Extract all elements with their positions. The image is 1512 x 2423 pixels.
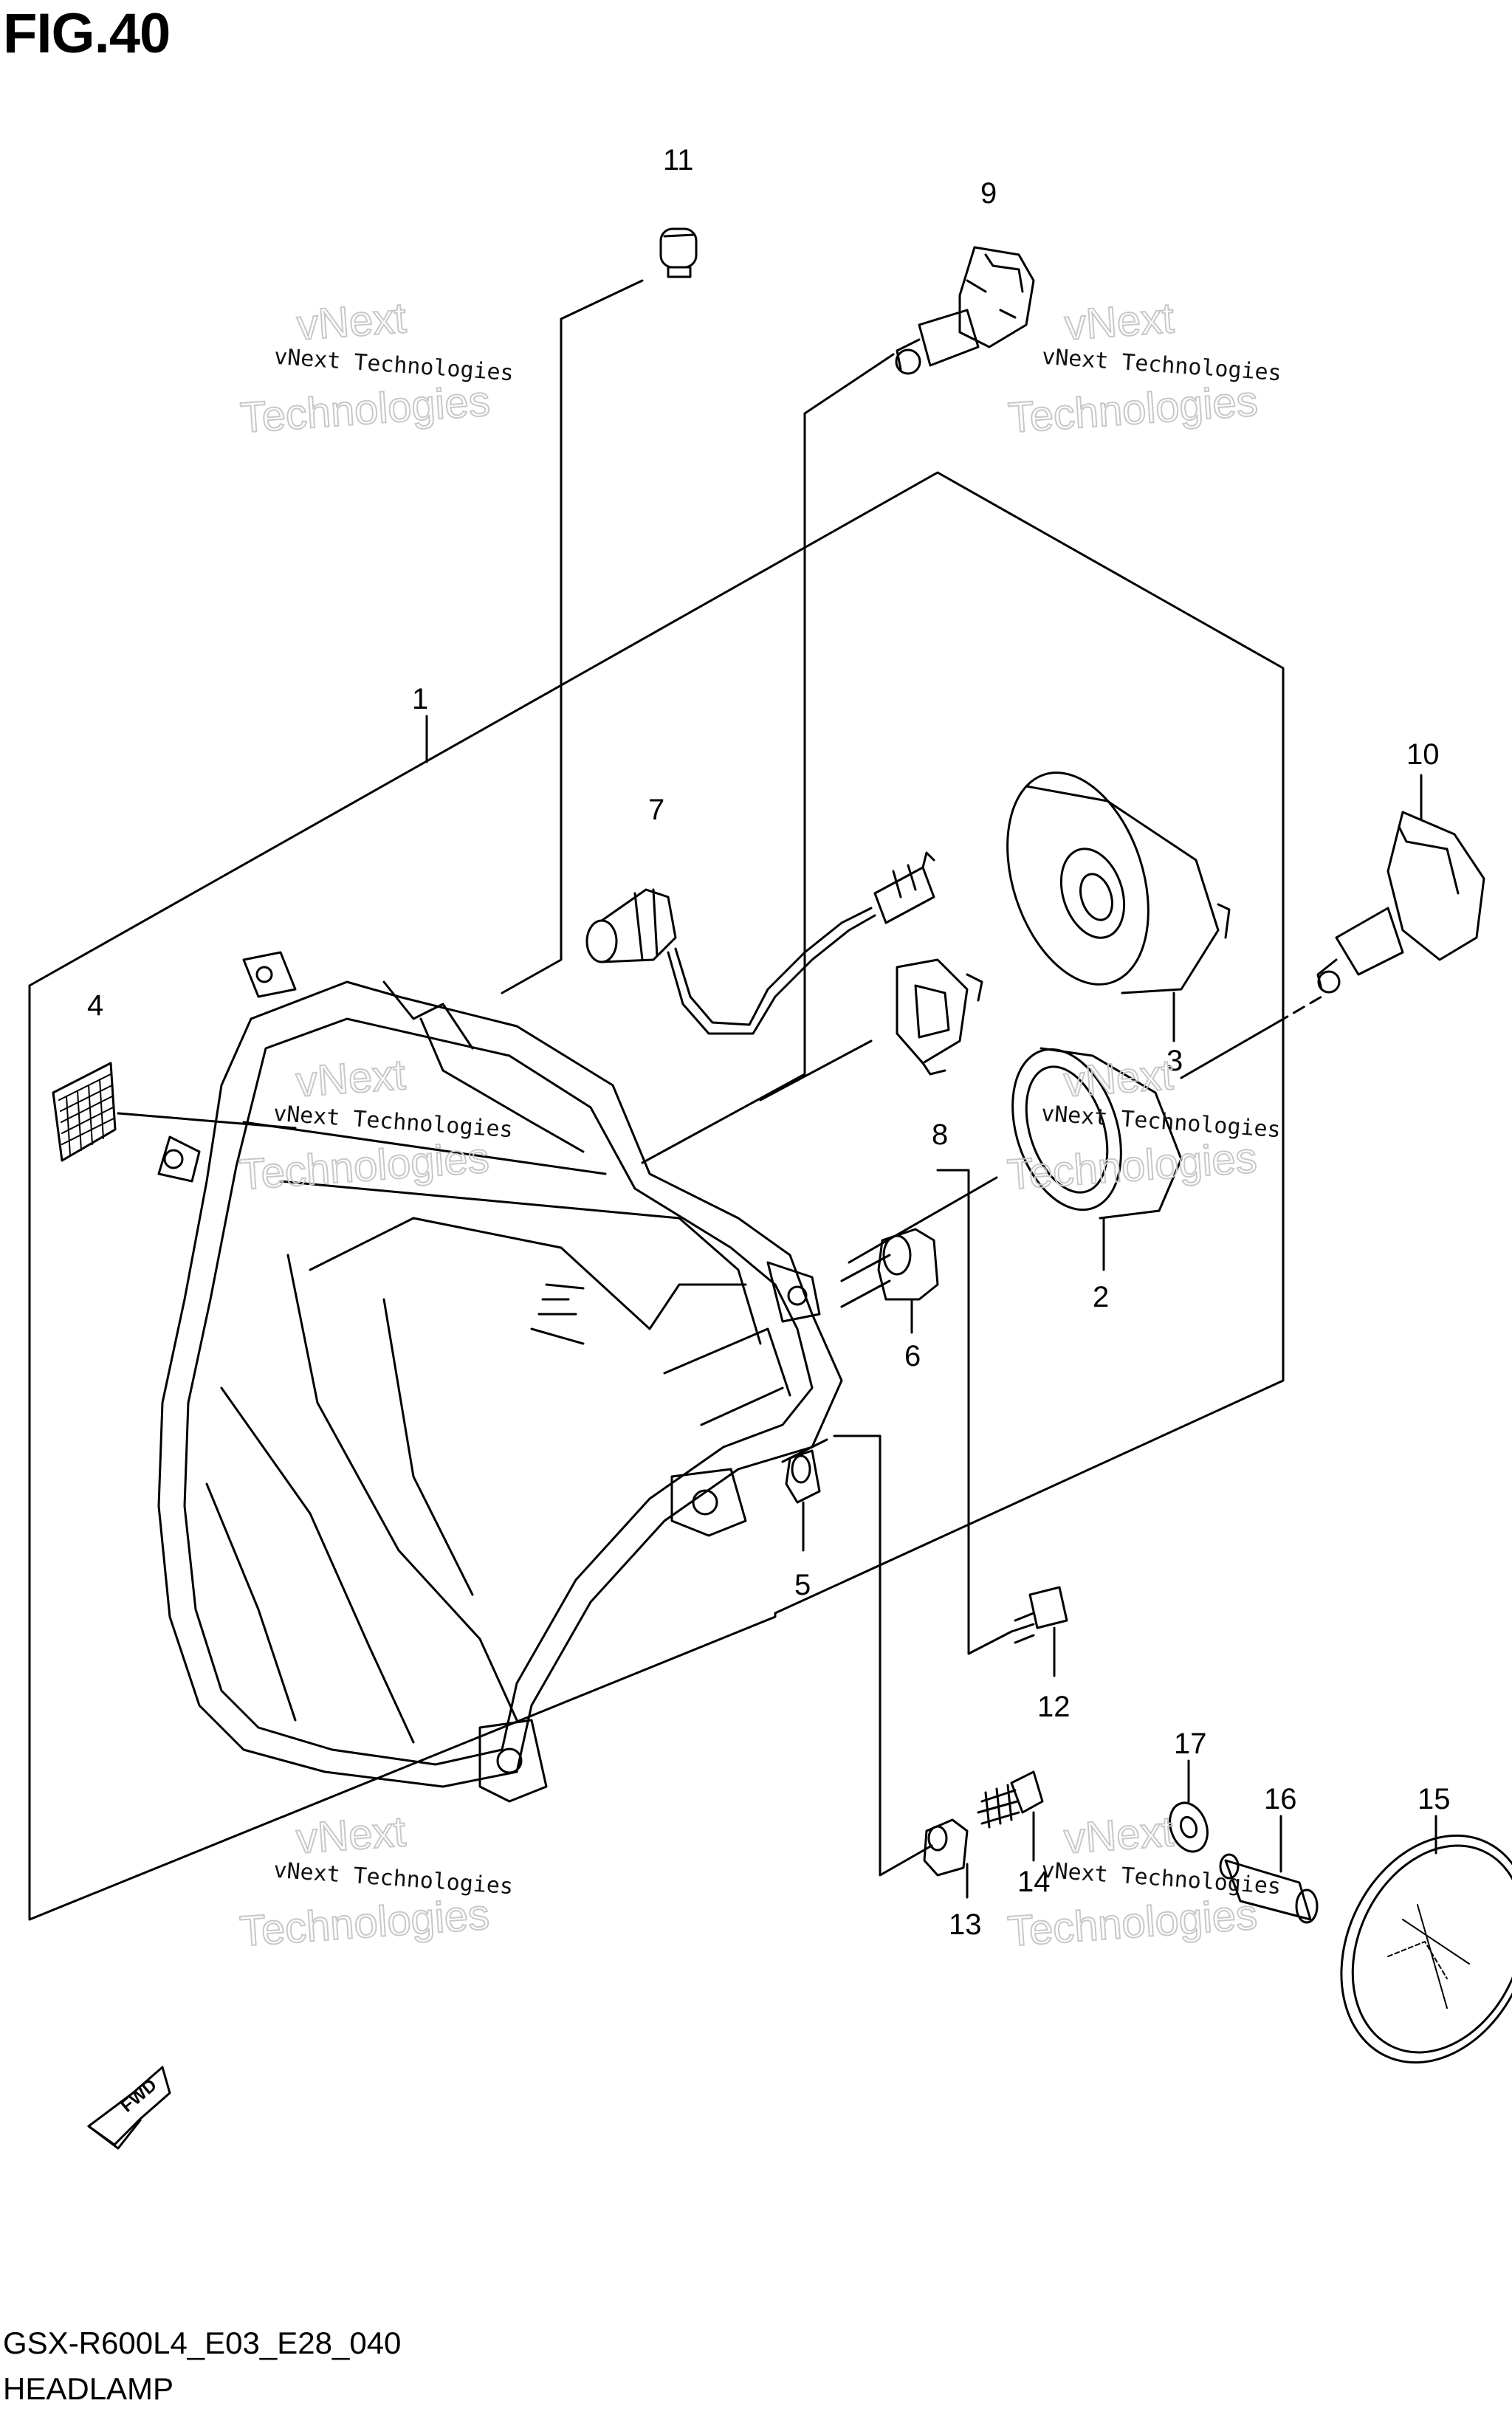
bolt-part-14 (977, 1770, 1044, 1829)
callout-6: 6 (904, 1340, 921, 1372)
bulb-part-11 (659, 227, 698, 278)
section-name: HEADLAMP (3, 2371, 174, 2406)
leader-13 (833, 1434, 933, 1877)
leader-11 (501, 279, 644, 994)
assembly-outline (28, 471, 1285, 1921)
watermark-text: vNext Technologies (1041, 344, 1282, 387)
watermark-word-2: Technologies (1006, 377, 1259, 441)
cover-part-15 (1340, 1834, 1512, 2064)
watermark-top-right: vNext Technologies vNext Technologies (1006, 293, 1282, 443)
watermark-text: vNext Technologies (272, 1101, 514, 1144)
socket-harness-part-7 (585, 851, 935, 1035)
watermark-text: vNext Technologies (272, 1857, 514, 1900)
callout-5: 5 (794, 1569, 811, 1601)
leader-2 (848, 1176, 998, 1264)
leader-6a (840, 1254, 891, 1282)
bushing-part-13 (923, 1818, 969, 1877)
callout-9: 9 (980, 177, 997, 210)
callout-2: 2 (1093, 1281, 1109, 1313)
washer-part-17 (1169, 1801, 1209, 1853)
leader-8 (759, 1039, 873, 1101)
grommet-part-5 (785, 1449, 821, 1504)
callout-labels: 1 2 3 4 5 6 7 8 9 10 11 12 13 14 15 16 1… (87, 144, 1451, 1941)
headlamp-housing (157, 951, 843, 1803)
socket-part-8 (896, 958, 983, 1076)
watermark-word-1: vNext (1062, 1807, 1175, 1863)
watermark-word-2: Technologies (238, 1890, 491, 1955)
callout-8: 8 (932, 1118, 948, 1151)
watermark-bottom-right: vNext Technologies vNext Technologies (1006, 1807, 1282, 1956)
watermark-word-1: vNext (295, 1051, 407, 1106)
leader-9 (641, 353, 895, 1164)
watermark-mid-right: vNext Technologies vNext Technologies (1005, 1050, 1281, 1200)
seal-part-2 (1011, 1047, 1183, 1220)
watermark-word-1: vNext (295, 294, 408, 349)
reflector-part-4 (52, 1062, 117, 1162)
leader-10 (1276, 995, 1323, 1024)
watermark-bottom-left: vNext Technologies vNext Technologies (238, 1807, 514, 1956)
watermark-word-1: vNext (1063, 294, 1175, 349)
watermark-mid-left: vNext Technologies vNext Technologies (237, 1050, 514, 1200)
watermark-word-2: Technologies (238, 377, 491, 441)
fwd-arrow-icon (87, 2066, 171, 2150)
watermark-word-2: Technologies (1006, 1133, 1258, 1198)
callout-11: 11 (663, 144, 694, 176)
watermark-word-2: Technologies (238, 1133, 490, 1198)
callout-16: 16 (1264, 1783, 1297, 1815)
callout-15: 15 (1418, 1783, 1451, 1815)
grommet-part-6 (877, 1228, 939, 1301)
callout-7: 7 (648, 794, 664, 826)
watermark-text: vNext Technologies (1040, 1857, 1282, 1900)
callout-17: 17 (1174, 1728, 1207, 1760)
callout-3: 3 (1166, 1045, 1183, 1077)
leader-3 (1180, 1021, 1279, 1079)
watermark-word-1: vNext (1062, 1051, 1175, 1106)
watermark-word-2: Technologies (1006, 1890, 1259, 1955)
watermark-top-left: vNext Technologies vNext Technologies (238, 293, 515, 443)
callout-10: 10 (1406, 738, 1440, 771)
callout-14: 14 (1017, 1866, 1051, 1898)
screw-part-12 (1010, 1586, 1068, 1644)
model-code: GSX-R600L4_E03_E28_040 (3, 2326, 402, 2360)
callout-13: 13 (949, 1908, 982, 1941)
callout-4: 4 (87, 989, 103, 1022)
watermark-text: vNext Technologies (273, 344, 515, 387)
bulb-part-10 (1316, 811, 1485, 994)
watermark-word-1: vNext (295, 1807, 407, 1863)
dust-cap-part-3 (1006, 771, 1231, 994)
collar-part-16 (1219, 1853, 1319, 1924)
callout-12: 12 (1037, 1691, 1071, 1723)
bulb-part-9 (895, 246, 1035, 375)
figure-title: FIG.40 (3, 2, 171, 65)
leader-12 (936, 1169, 1013, 1655)
callout-1: 1 (412, 683, 428, 715)
